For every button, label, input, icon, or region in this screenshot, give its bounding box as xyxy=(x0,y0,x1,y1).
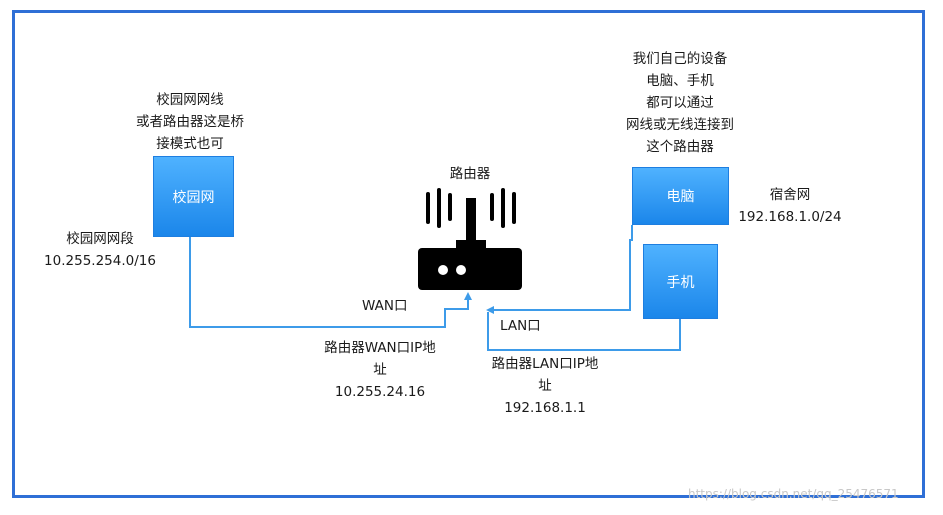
devices-note-line: 我们自己的设备 xyxy=(632,51,728,67)
watermark: https://blog.csdn.net/qq_25476571 xyxy=(688,487,899,501)
wan-ip-title: 路由器WAN口IP地 xyxy=(324,340,436,356)
lan-ip-label: 路由器LAN口IP地 址 192.168.1.1 xyxy=(465,353,625,419)
campus-note-line: 或者路由器这是桥 xyxy=(136,114,244,130)
wan-port-label: WAN口 xyxy=(362,298,408,314)
router-title: 路由器 xyxy=(449,166,491,182)
campus-segment-label: 校园网网段 10.255.254.0/16 xyxy=(30,228,170,272)
devices-note-line: 这个路由器 xyxy=(646,139,714,155)
phone-box: 手机 xyxy=(643,244,718,319)
campus-cable-note: 校园网网线 或者路由器这是桥 接模式也可 xyxy=(110,89,270,155)
dorm-segment-title: 宿舍网 xyxy=(769,187,811,203)
devices-note: 我们自己的设备 电脑、手机 都可以通过 网线或无线连接到 这个路由器 xyxy=(600,48,760,158)
campus-segment-title: 校园网网段 xyxy=(66,231,134,247)
dorm-segment-cidr: 192.168.1.0/24 xyxy=(738,209,842,225)
campus-network-label: 校园网 xyxy=(172,189,215,206)
wan-cable xyxy=(189,236,472,328)
devices-note-line: 都可以通过 xyxy=(646,95,714,111)
lan-port-label: LAN口 xyxy=(500,318,541,334)
campus-note-line: 接模式也可 xyxy=(156,136,224,152)
pc-lan-cable xyxy=(486,225,633,314)
devices-note-line: 电脑、手机 xyxy=(646,73,714,89)
dorm-segment-label: 宿舍网 192.168.1.0/24 xyxy=(725,184,855,228)
pc-box: 电脑 xyxy=(632,167,729,225)
phone-lan-cable xyxy=(487,312,681,351)
wan-ip-label: 路由器WAN口IP地 址 10.255.24.16 xyxy=(300,337,460,403)
campus-segment-cidr: 10.255.254.0/16 xyxy=(44,253,156,269)
router-icon xyxy=(418,188,522,290)
pc-label: 电脑 xyxy=(666,189,695,205)
lan-ip-address: 192.168.1.1 xyxy=(504,400,586,416)
wan-ip-title-cont: 址 xyxy=(373,362,387,378)
wan-ip-address: 10.255.24.16 xyxy=(334,384,426,400)
devices-note-line: 网线或无线连接到 xyxy=(626,117,734,133)
campus-network-box: 校园网 xyxy=(153,156,234,237)
phone-label: 手机 xyxy=(666,274,695,291)
lan-ip-title: 路由器LAN口IP地 xyxy=(491,356,599,372)
diagram-frame xyxy=(12,10,925,498)
campus-note-line: 校园网网线 xyxy=(156,92,224,108)
lan-ip-title-cont: 址 xyxy=(538,378,552,394)
